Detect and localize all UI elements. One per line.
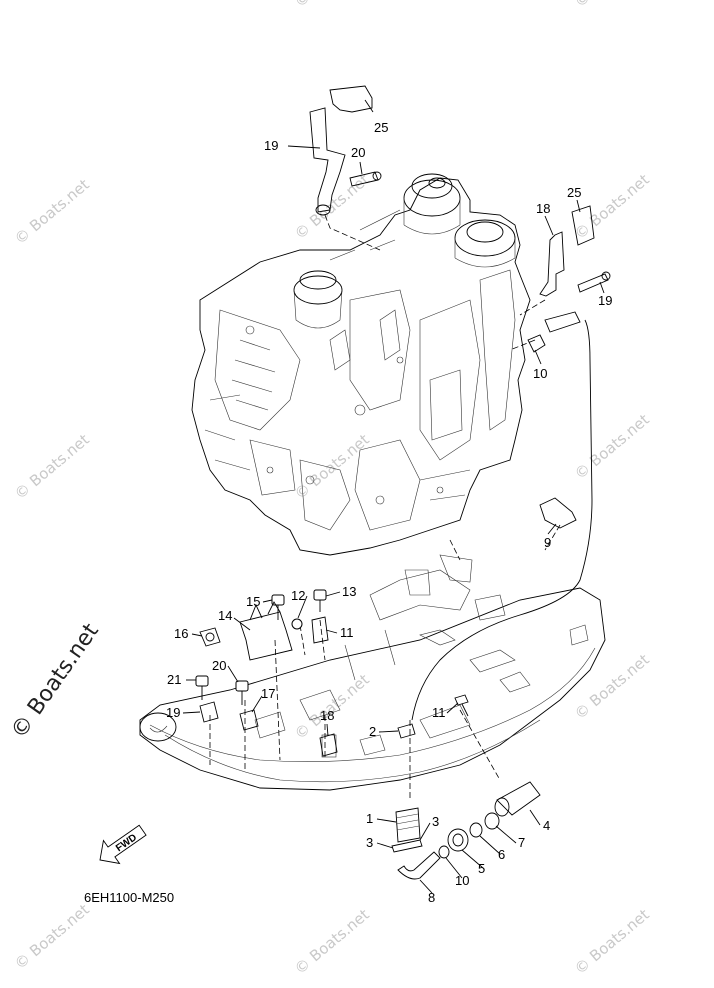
hardware-lower <box>391 781 541 880</box>
bottom-cowling <box>139 554 606 791</box>
part-9-clip <box>539 497 577 529</box>
watermark: © Boats.net <box>571 905 653 978</box>
callout-3: 3 <box>432 814 439 829</box>
callout-18b: 18 <box>320 708 334 723</box>
part-10-clip <box>527 334 546 353</box>
callout-17: 16 <box>174 626 188 641</box>
callout-19b: 19 <box>166 705 180 720</box>
callout-20: 21 <box>167 672 181 687</box>
watermarks: © Boats.net © Boats.net © Boats.net © Bo… <box>6 0 652 978</box>
fwd-label: FWD <box>114 832 139 854</box>
callouts: 25 19 20 25 18 19 10 9 13 12 15 14 11 16… <box>166 120 612 905</box>
drawing-code: 6EH1100-M250 <box>84 890 174 905</box>
watermark: © Boats.net <box>11 430 93 503</box>
part-23-bracket <box>309 85 382 216</box>
callout-8: 8 <box>428 890 435 905</box>
callout-10: 10 <box>455 873 469 888</box>
callout-25: 25 <box>567 185 581 200</box>
watermark: © Boats.net <box>11 175 93 248</box>
fwd-arrow: FWD <box>99 824 147 865</box>
callout-leaders <box>182 99 605 894</box>
hose-line <box>411 319 593 721</box>
callout-11b: 11 <box>432 705 446 720</box>
callout-19: 17 <box>261 686 275 701</box>
callout-5: 5 <box>478 861 485 876</box>
callout-24: 20 <box>351 145 365 160</box>
watermark: © Boats.net <box>291 905 373 978</box>
callout-22: 19 <box>598 293 612 308</box>
callout-10: 10 <box>533 366 547 381</box>
watermark: © Boats.net <box>571 0 653 11</box>
callout-16: 15 <box>246 594 260 609</box>
part-21-bracket <box>539 205 611 297</box>
watermark: © Boats.net <box>571 170 653 243</box>
callout-15: 14 <box>218 608 232 623</box>
callout-23: 19 <box>264 138 278 153</box>
watermark: © Boats.net <box>291 430 373 503</box>
watermark: © Boats.net <box>291 170 373 243</box>
callout-20: 20 <box>212 658 226 673</box>
watermark: © Boats.net <box>571 410 653 483</box>
callout-6: 6 <box>498 847 505 862</box>
hardware-left <box>195 589 469 757</box>
callout-25: 25 <box>374 120 388 135</box>
callout-3: 3 <box>366 835 373 850</box>
callout-4: 4 <box>543 818 550 833</box>
callout-13: 12 <box>291 588 305 603</box>
callout-12: 11 <box>340 625 354 640</box>
callout-9: 9 <box>544 535 551 550</box>
watermark: © Boats.net <box>11 900 93 973</box>
callout-2: 2 <box>369 724 376 739</box>
callout-14: 13 <box>342 584 356 599</box>
watermark-large: © Boats.net <box>6 619 104 744</box>
callout-21: 18 <box>536 201 550 216</box>
watermark: © Boats.net <box>571 650 653 723</box>
engine-block <box>191 173 531 556</box>
callout-7: 7 <box>518 835 525 850</box>
leader-lines <box>209 214 561 800</box>
watermark: © Boats.net <box>291 0 373 11</box>
callout-1: 1 <box>366 811 373 826</box>
